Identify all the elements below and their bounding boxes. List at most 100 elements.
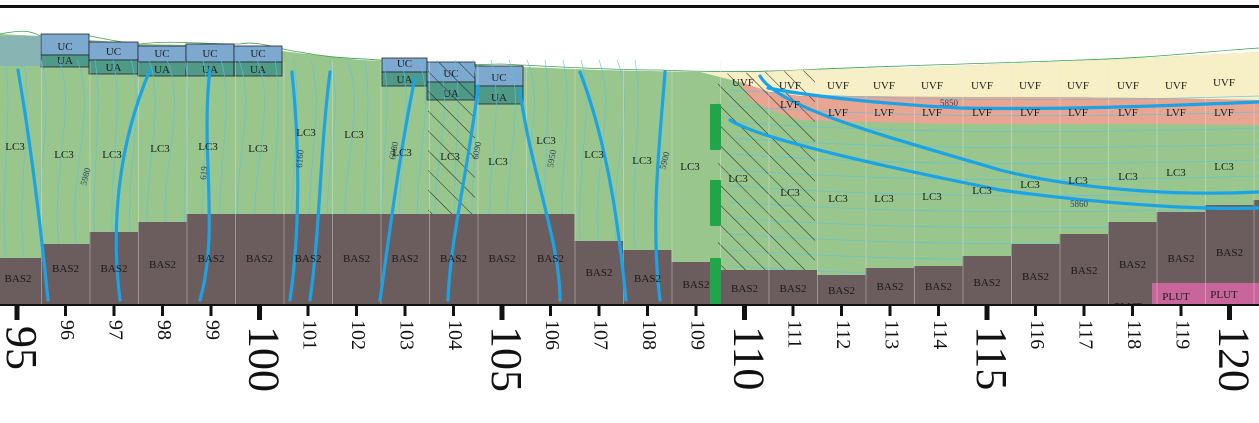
axis-major-tick [257, 306, 262, 320]
axis-tick [112, 306, 116, 316]
bas2-label: BAS2 [149, 259, 176, 271]
lvf-label: LVF [1118, 107, 1138, 119]
ua-label: UA [57, 55, 73, 67]
axis-tick-label: 108 [638, 320, 660, 350]
contour-value-label: 5900 [657, 150, 671, 170]
uvf-label: UVF [732, 77, 754, 89]
axis-tick-label: 119 [1171, 320, 1193, 349]
axis-major-label: 100 [239, 326, 288, 392]
lvf-label: LVF [1166, 107, 1186, 119]
lc3-label: LC3 [584, 149, 604, 161]
bas2-label: BAS2 [343, 253, 370, 265]
axis-tick-label: 104 [444, 320, 466, 350]
bold-contour [654, 70, 667, 302]
axis-major-label: 105 [482, 326, 531, 392]
plut-label: PLUT [1162, 291, 1190, 303]
bas2-label: BAS2 [1071, 265, 1098, 277]
contour-value-label: 5860 [1070, 199, 1089, 209]
bas2-label: BAS2 [1022, 271, 1049, 283]
bold-contour [288, 70, 300, 302]
bas2-label: BAS2 [877, 281, 904, 293]
lvf-label: LVF [1214, 107, 1234, 119]
lc3-label: LC3 [296, 127, 316, 139]
lc3-label: LC3 [874, 193, 894, 205]
axis-major-tick [14, 306, 20, 320]
uc-label: UC [106, 46, 121, 58]
uvf-unit [700, 52, 1259, 100]
axis-tick [549, 306, 552, 316]
axis-tick-label: 98 [153, 320, 175, 340]
axis-tick [1131, 306, 1134, 316]
bas2-label: BAS2 [295, 253, 322, 265]
uc-label: UC [154, 48, 169, 60]
bold-contour [728, 118, 1259, 210]
uvf-label: UVF [1213, 77, 1235, 89]
uvf-label: UVF [873, 80, 895, 92]
bold-contour [758, 74, 1259, 195]
axis-tick-label: 107 [589, 320, 611, 350]
ua-label: UA [154, 64, 170, 76]
contour-value-label: 6160 [294, 149, 306, 168]
uvf-label: UVF [1067, 80, 1089, 92]
lvf-unit [740, 82, 1259, 125]
bas2-label: BAS2 [828, 285, 855, 297]
column-grid-lines [41, 62, 1255, 306]
contour-value-label: 5980 [78, 166, 92, 186]
bas2-label: BAS2 [683, 279, 710, 291]
axis-tick-label: 114 [929, 320, 951, 349]
contour-value-label: 5850 [940, 98, 959, 108]
axis-major-tick [1227, 306, 1232, 320]
axis-major-tick [984, 306, 990, 320]
lc3-label: LC3 [248, 143, 268, 155]
bas2-label: BAS2 [489, 253, 516, 265]
axis-tick-label: 113 [880, 320, 902, 349]
lc3-label: LC3 [5, 141, 25, 153]
lc3-label: LC3 [54, 149, 74, 161]
axis-major-tick [499, 306, 505, 320]
axis-tick-label: 102 [347, 320, 369, 350]
bas2-unit-body [0, 200, 1259, 306]
axis-tick-label: 97 [104, 320, 126, 340]
uc-label: UC [397, 58, 412, 70]
axis-tick-label: 109 [686, 320, 708, 350]
uc-ua-blocks: UCUAUCUAUCUAUCUAUCUAUCUAUCUAUCUA [0, 33, 524, 105]
lvf-label: LVF [922, 107, 942, 119]
lvf-label: LVF [828, 107, 848, 119]
axis-tick [161, 306, 164, 316]
bas2-label: BAS2 [780, 283, 807, 295]
ua-label: UA [397, 74, 413, 86]
axis-tick-label: 117 [1074, 320, 1096, 349]
lc3-label: LC3 [392, 147, 412, 159]
bas2-label: BAS2 [440, 253, 467, 265]
ua-label: UA [106, 62, 122, 74]
lc3-label: LC3 [1166, 167, 1186, 179]
lc3-label: LC3 [1118, 171, 1138, 183]
contour-value-label: 6080 [387, 140, 400, 160]
bold-contour [16, 68, 50, 302]
lc3-label: LC3 [1214, 161, 1234, 173]
axis-tick [64, 306, 67, 316]
bas2-label: BAS2 [52, 263, 79, 275]
bas2-label: BAS2 [198, 253, 225, 265]
lvf-label: LVF [780, 99, 800, 111]
bold-contour [198, 68, 212, 302]
bas2-label: BAS2 [1119, 259, 1146, 271]
lc3-label: LC3 [198, 141, 218, 153]
axis-tick [403, 306, 407, 316]
bas2-label: BAS2 [634, 273, 661, 285]
bold-contour [766, 86, 1259, 111]
uvf-label: UVF [1019, 80, 1041, 92]
uvf-label: UVF [1165, 80, 1187, 92]
axis-tick [209, 306, 213, 316]
axis-tick-label: 112 [832, 320, 854, 349]
contour-value-label: 5950 [545, 148, 558, 168]
axis-tick-label: 116 [1026, 320, 1048, 349]
axis-tick [1034, 306, 1037, 316]
bold-contour [378, 76, 417, 302]
lc3-label: LC3 [728, 173, 748, 185]
uc-label: UC [57, 41, 72, 53]
axis-tick [791, 306, 795, 316]
uvf-label: UVF [971, 80, 993, 92]
